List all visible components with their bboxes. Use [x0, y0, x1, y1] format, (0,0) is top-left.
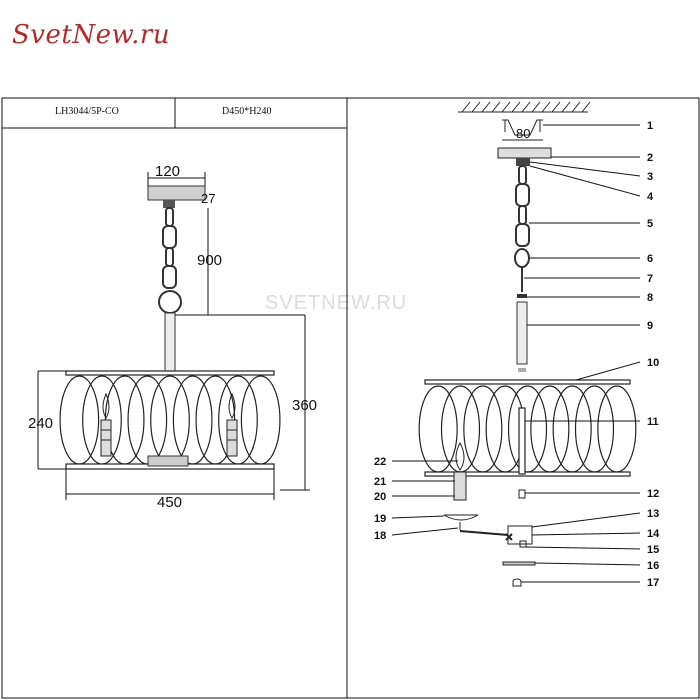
bottom-parts: [443, 514, 536, 587]
ceiling-hatch-line: [491, 101, 501, 113]
center-hub: [147, 455, 189, 467]
callout-20: 20: [374, 491, 386, 503]
shade-loop: [463, 385, 503, 473]
shade-loop: [507, 385, 548, 473]
drawing-frame: [1, 97, 700, 699]
ceiling-hatch-line: [481, 101, 491, 113]
canopy: [147, 185, 206, 201]
callout-1: 1: [647, 120, 653, 132]
ceiling-hatch-line: [521, 101, 531, 113]
callout-21: 21: [374, 476, 386, 488]
lamp-body-left: [59, 370, 281, 470]
callout-2: 2: [647, 152, 653, 164]
shade-loop: [127, 375, 168, 465]
callout-17: 17: [647, 577, 659, 589]
callout-22: 22: [374, 456, 386, 468]
brand-logo: SvetNew.ru: [12, 20, 170, 50]
shade-loop: [440, 385, 481, 473]
callout-11: 11: [647, 416, 659, 428]
callout-6: 6: [647, 253, 653, 265]
shade-loop: [530, 385, 570, 473]
dim-body-diameter: 450: [157, 494, 182, 511]
ceiling-hatch-line: [461, 101, 471, 113]
candle-exploded: [453, 441, 467, 501]
ceiling-hatch-line: [471, 101, 481, 113]
shade-loop: [574, 385, 615, 473]
candle-right: [226, 392, 238, 457]
callout-10: 10: [647, 357, 659, 369]
callouts: 1 2 3 4 5 6 7 8 9 10 11 12 13 14 15 16 1…: [374, 120, 660, 589]
callout-19: 19: [374, 513, 386, 525]
ceiling: [458, 101, 591, 113]
callout-18: 18: [374, 530, 386, 542]
size-code: D450*H240: [222, 106, 272, 117]
callout-7: 7: [647, 273, 653, 285]
callout-14: 14: [647, 528, 660, 540]
dim-total-height: 360: [292, 397, 317, 414]
shade-loop: [418, 385, 458, 473]
ceiling-hatch-line: [581, 101, 591, 113]
rod-right: [516, 301, 528, 365]
dim-mount-spacing: 80: [516, 126, 530, 141]
canopy-right: [497, 147, 552, 159]
callout-13: 13: [647, 508, 659, 520]
ceiling-hatch-line: [551, 101, 561, 113]
shade-loop: [597, 385, 637, 473]
callout-16: 16: [647, 560, 659, 572]
watermark: SVETNEW.RU: [265, 292, 408, 314]
leader-lines: [391, 124, 641, 583]
shade-loop: [218, 375, 258, 465]
ceiling-hatch-line: [541, 101, 551, 113]
mounting-bracket: [502, 119, 543, 141]
chain: [158, 207, 182, 314]
nut: [517, 294, 527, 298]
callout-8: 8: [647, 292, 653, 304]
callout-4: 4: [647, 191, 654, 203]
ceiling-hatch-line: [531, 101, 541, 113]
dim-canopy-height: 27: [201, 191, 215, 206]
left-view: 120 27 900 360: [28, 163, 317, 511]
brand-logo-text: SvetNew.ru: [12, 20, 171, 50]
callout-5: 5: [647, 218, 653, 230]
callout-12: 12: [647, 488, 659, 500]
callout-3: 3: [647, 171, 653, 183]
shade-loop: [59, 375, 100, 465]
right-view: 80: [374, 101, 660, 589]
candle-left: [100, 392, 112, 457]
shade-loop: [82, 375, 122, 465]
dim-chain-length: 900: [197, 252, 222, 269]
callout-15: 15: [647, 544, 659, 556]
shade-loop: [150, 375, 190, 465]
chain-right: [514, 165, 530, 268]
dim-body-height: 240: [28, 415, 53, 432]
ceiling-hatch-line: [511, 101, 521, 113]
suspension-rod: [164, 312, 176, 372]
shade-loop: [240, 375, 281, 465]
model-code: LH3044/5P-CO: [55, 106, 119, 117]
canopy-cap: [516, 158, 530, 166]
dim-canopy-width: 120: [155, 163, 180, 180]
ceiling-hatch-line: [561, 101, 571, 113]
lamp-body-right: [418, 379, 637, 477]
ceiling-hatch-line: [571, 101, 581, 113]
callout-9: 9: [647, 320, 653, 332]
canopy-nipple: [163, 200, 175, 208]
shade-loop: [552, 385, 592, 473]
shade-loop: [172, 375, 213, 465]
ceiling-hatch-line: [501, 101, 511, 113]
